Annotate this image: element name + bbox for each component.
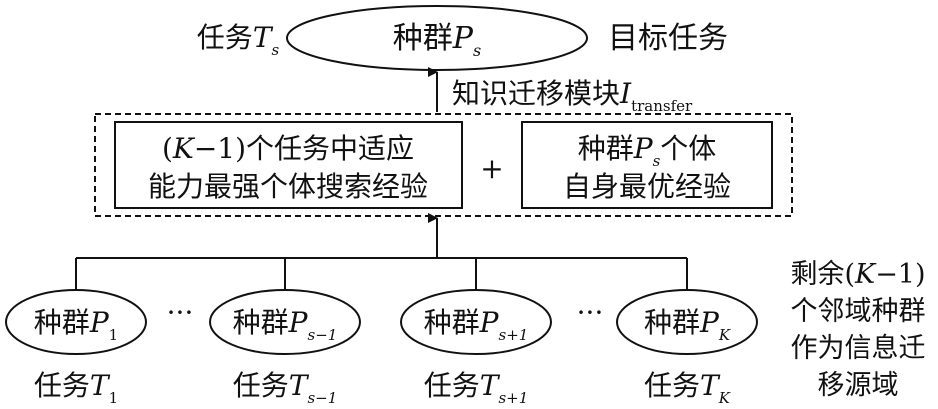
population-3: 种群Ps+1 任务Ts+1 bbox=[400, 289, 552, 407]
population-2: 种群Ps−1 任务Ts−1 bbox=[209, 289, 361, 407]
population-ellipse bbox=[400, 289, 552, 355]
side-note-line1: 剩余(K−1) bbox=[790, 259, 925, 290]
side-note-line4: 移源域 bbox=[818, 370, 899, 401]
top-task-left-label: 任务Ts bbox=[197, 21, 280, 59]
population-ellipse bbox=[5, 289, 147, 355]
population-label: 种群PK bbox=[644, 306, 731, 344]
left-experience-box bbox=[114, 121, 463, 209]
population-task-label: 任务Ts−1 bbox=[233, 369, 338, 407]
population-label: 种群Ps−1 bbox=[233, 306, 338, 344]
population-ellipse bbox=[616, 289, 758, 355]
ellipsis-1: ··· bbox=[167, 296, 194, 329]
population-task-label: 任务TK bbox=[644, 369, 731, 407]
population-label: 种群Ps+1 bbox=[424, 306, 529, 344]
target-task-label: 目标任务 bbox=[608, 21, 728, 56]
population-4: 种群PK 任务TK bbox=[616, 289, 758, 407]
population-task-label: 任务T1 bbox=[34, 369, 118, 407]
population-task-label: 任务Ts+1 bbox=[424, 369, 529, 407]
side-note-line3: 作为信息迁 bbox=[791, 333, 926, 364]
target-population-label: 种群Ps bbox=[393, 21, 481, 60]
side-note-line2: 个邻域种群 bbox=[791, 296, 926, 327]
right-experience-box bbox=[521, 121, 773, 209]
population-ellipse bbox=[209, 289, 361, 355]
ellipsis-2: ··· bbox=[577, 296, 604, 329]
left-box-line2: 能力最强个体搜索经验 bbox=[148, 170, 428, 203]
right-box-line2: 自身最优经验 bbox=[563, 170, 731, 203]
population-label: 种群P1 bbox=[34, 306, 118, 344]
population-1: 种群P1 任务T1 bbox=[5, 289, 147, 407]
left-box-line1: (K−1)个任务中适应 bbox=[162, 132, 414, 165]
transfer-module-label: 知识迁移模块Itransfer bbox=[452, 77, 693, 115]
right-box-line1: 种群Ps个体 bbox=[578, 132, 717, 170]
plus-sign: + bbox=[480, 152, 503, 185]
